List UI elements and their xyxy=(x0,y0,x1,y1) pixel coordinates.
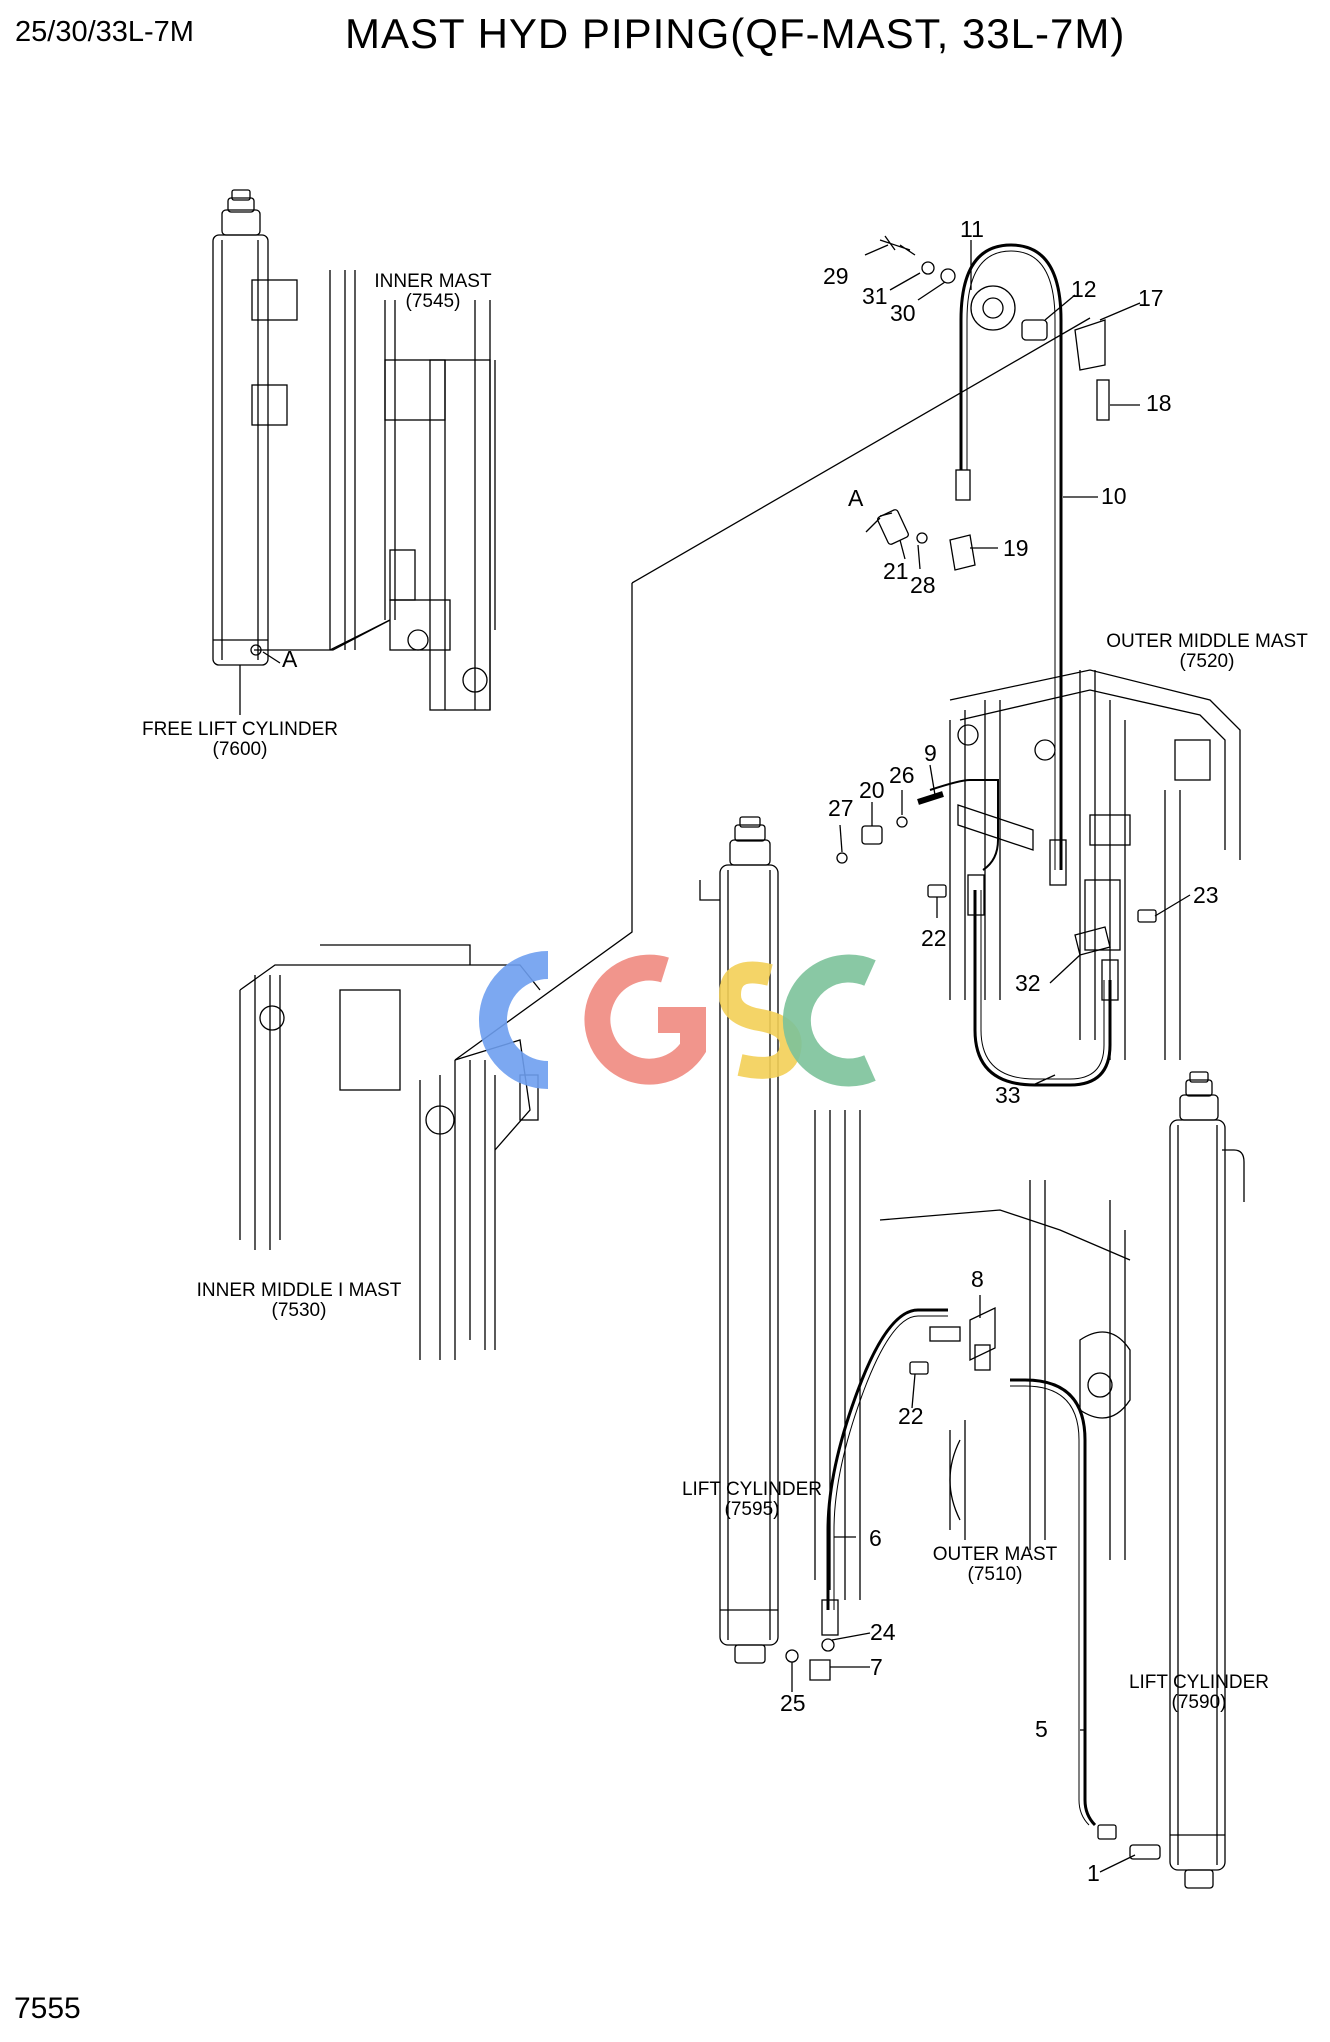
outer-mast xyxy=(814,1110,1131,1600)
callout-12: 12 xyxy=(1071,276,1097,302)
watermark-letter-c2 xyxy=(782,954,876,1087)
inner-mast-label: INNER MAST(7545) xyxy=(374,271,492,312)
watermark-letter-c1 xyxy=(479,951,549,1089)
page-title: MAST HYD PIPING(QF-MAST, 33L-7M) xyxy=(345,10,1126,57)
inner-middle-mast-label: INNER MIDDLE I MAST(7530) xyxy=(196,1280,402,1321)
callout-24: 24 xyxy=(870,1619,896,1645)
callout-5: 5 xyxy=(1035,1716,1048,1742)
lift-cylinder-7595 xyxy=(699,816,779,1664)
callout-a-upper: A xyxy=(848,485,864,511)
callout-31: 31 xyxy=(862,283,888,309)
callout-33: 33 xyxy=(995,1082,1021,1108)
callout-28: 28 xyxy=(910,572,936,598)
callout-6: 6 xyxy=(869,1525,882,1551)
callout-30: 30 xyxy=(890,300,916,326)
model-label: 25/30/33L-7M xyxy=(15,16,194,48)
callout-22-lower: 22 xyxy=(898,1403,924,1429)
callout-23: 23 xyxy=(1193,882,1219,908)
outer-mast-label: OUTER MAST(7510) xyxy=(932,1544,1058,1585)
watermark-letter-s xyxy=(718,961,802,1079)
callout-1: 1 xyxy=(1087,1860,1100,1886)
callout-7: 7 xyxy=(870,1654,883,1680)
lift-cylinder-7590-label: LIFT CYLINDER(7590) xyxy=(1128,1672,1270,1713)
callout-21: 21 xyxy=(883,558,909,584)
callout-9: 9 xyxy=(924,740,937,766)
outer-middle-mast-label: OUTER MIDDLE MAST(7520) xyxy=(1106,631,1308,672)
callout-10: 10 xyxy=(1101,483,1127,509)
callout-17: 17 xyxy=(1138,285,1164,311)
callout-19: 19 xyxy=(1003,535,1029,561)
callout-a-lower: A xyxy=(282,646,298,672)
lift-cylinder-7590 xyxy=(1169,1071,1245,1889)
callout-32: 32 xyxy=(1015,970,1041,996)
callout-20: 20 xyxy=(859,777,885,803)
page-number: 7555 xyxy=(14,1992,81,2025)
free-lift-cylinder-label: FREE LIFT CYLINDER(7600) xyxy=(141,719,339,760)
sheave-11 xyxy=(970,285,1016,331)
callout-11: 11 xyxy=(960,216,984,242)
inner-mast xyxy=(329,270,496,711)
cgsc-watermark xyxy=(460,945,880,1095)
callout-8: 8 xyxy=(971,1266,984,1292)
callout-18: 18 xyxy=(1146,390,1172,416)
callout-29: 29 xyxy=(823,263,849,289)
hose-11 xyxy=(955,243,1067,886)
lift-cylinder-7595-label: LIFT CYLINDER(7595) xyxy=(681,1479,823,1520)
callout-25: 25 xyxy=(780,1690,806,1716)
outer-middle-mast xyxy=(949,669,1241,1060)
callout-27: 27 xyxy=(828,795,854,821)
callout-22-upper: 22 xyxy=(921,925,947,951)
free-lift-cylinder xyxy=(212,189,298,715)
watermark-letter-g xyxy=(584,954,706,1085)
callout-26: 26 xyxy=(889,762,915,788)
